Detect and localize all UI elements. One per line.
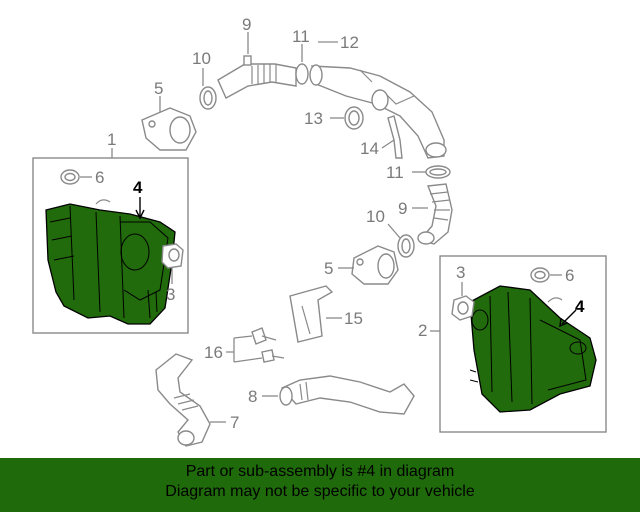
assembly-box-left [32, 157, 189, 334]
callout-11b: 11 [386, 163, 404, 182]
bracket [289, 285, 334, 343]
grommet-left [161, 243, 184, 269]
callout-6b: 6 [565, 266, 574, 285]
callout-3b: 3 [456, 263, 465, 282]
callout-4b: 4 [575, 297, 585, 316]
callout-8: 8 [248, 387, 257, 406]
callout-15: 15 [344, 309, 363, 328]
notice-banner: Part or sub-assembly is #4 in diagram Di… [0, 458, 640, 512]
leader-4b [561, 309, 577, 325]
callout-6a: 6 [95, 168, 104, 187]
parts-diagram: 6 3 4 1 3 6 4 2 [32, 15, 607, 447]
hose-7 [155, 353, 211, 447]
leader-14 [381, 139, 395, 149]
clamp-13 [344, 106, 364, 130]
callout-10a: 10 [192, 49, 211, 68]
callout-11a: 11 [292, 27, 310, 46]
clamp-upper [199, 86, 217, 110]
callout-1: 1 [107, 130, 116, 149]
breather-hose [387, 115, 403, 159]
clip-right [547, 297, 563, 303]
callout-9a: 9 [242, 15, 251, 34]
intake-duct [309, 64, 447, 159]
clamp-11-lower [425, 165, 451, 179]
gasket-ring-left [60, 169, 80, 185]
clip-left [95, 199, 111, 205]
air-cleaner-left-highlighted[interactable] [45, 203, 176, 325]
throttle-adapter-lower [351, 245, 399, 285]
callout-10b: 10 [366, 207, 385, 226]
intake-hose-upper [217, 55, 297, 99]
callout-16: 16 [204, 343, 223, 362]
grommet-right [451, 295, 475, 321]
callout-3a: 3 [166, 285, 175, 304]
leader-16 [226, 335, 263, 363]
callout-2: 2 [418, 321, 427, 340]
leader-10b [387, 223, 401, 239]
callout-13: 13 [304, 109, 323, 128]
hose-8 [279, 375, 415, 415]
assembly-box-right [439, 255, 607, 433]
callout-4a: 4 [133, 178, 143, 197]
callout-9b: 9 [398, 199, 407, 218]
clamp-11-upper [295, 63, 309, 85]
clamp-10-lower [397, 234, 415, 258]
gasket-ring-right [530, 267, 550, 283]
intake-hose-lower [417, 183, 453, 245]
callout-12: 12 [340, 33, 359, 52]
notice-line-1: Part or sub-assembly is #4 in diagram [185, 463, 455, 480]
notice-line-2: Diagram may not be specific to your vehi… [165, 483, 475, 500]
callout-7: 7 [230, 413, 239, 432]
callout-14: 14 [360, 139, 379, 158]
callout-5a: 5 [154, 79, 163, 98]
bolts [251, 327, 285, 363]
callout-5b: 5 [324, 259, 333, 278]
throttle-adapter-upper [141, 107, 197, 151]
air-cleaner-right-highlighted[interactable] [469, 285, 597, 413]
